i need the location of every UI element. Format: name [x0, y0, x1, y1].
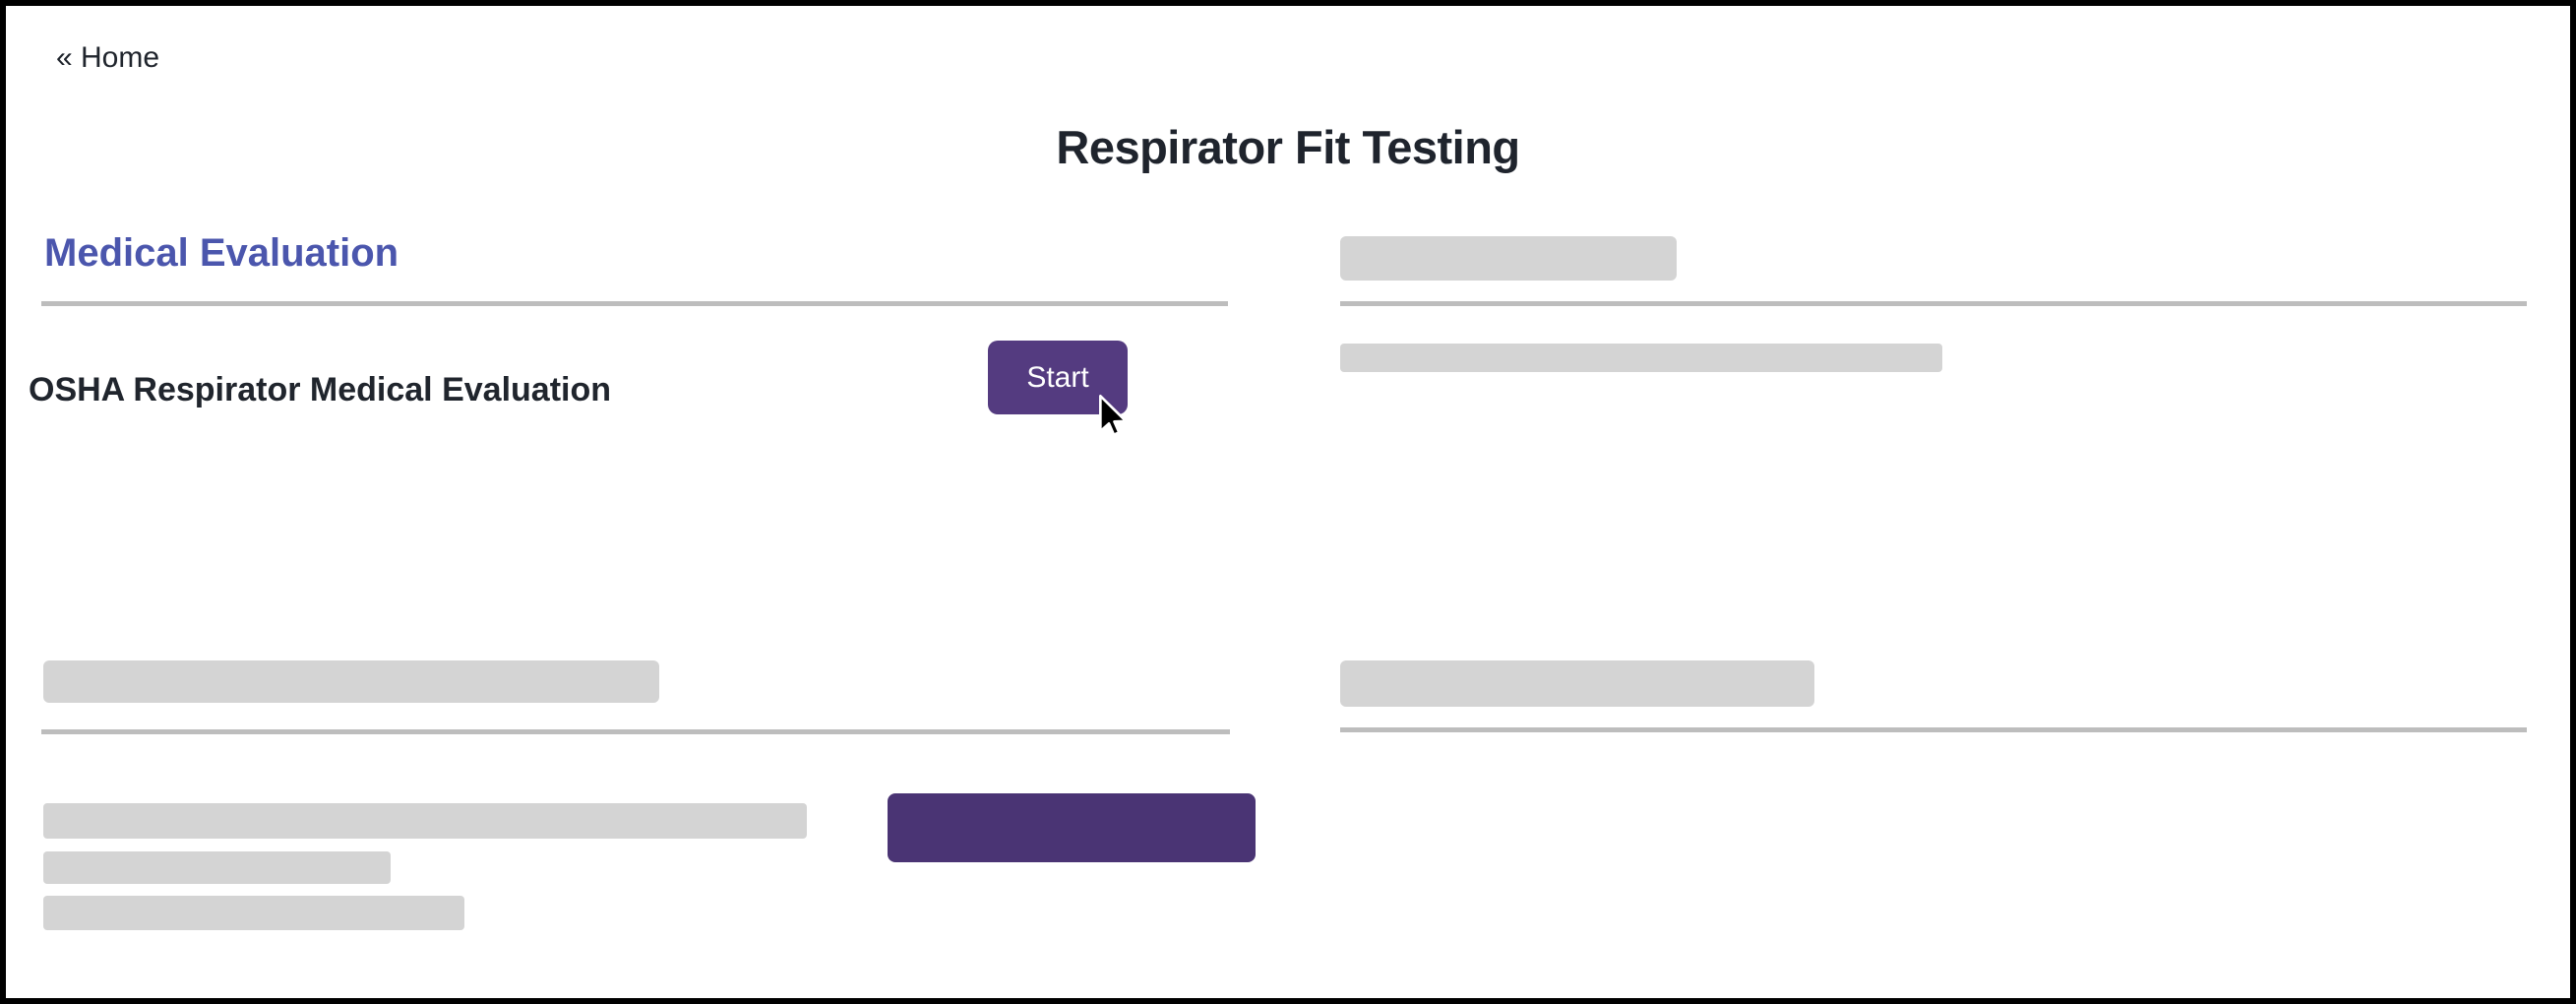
placeholder-section-heading: [1340, 236, 1677, 281]
section-divider: [41, 729, 1230, 734]
section-divider: [41, 301, 1228, 306]
placeholder-text-bar: [43, 896, 464, 930]
section-divider: [1340, 301, 2527, 306]
placeholder-section-heading: [1340, 660, 1814, 707]
placeholder-text-bar: [43, 851, 391, 884]
evaluation-item-label: OSHA Respirator Medical Evaluation: [29, 371, 611, 408]
home-back-link[interactable]: « Home: [56, 41, 160, 74]
start-button[interactable]: Start: [988, 341, 1128, 414]
section-heading-medical-evaluation: Medical Evaluation: [44, 231, 399, 275]
placeholder-text-bar: [1340, 344, 1942, 372]
placeholder-section-heading: [43, 660, 659, 703]
placeholder-action-button[interactable]: [888, 793, 1256, 862]
page-title: Respirator Fit Testing: [1056, 121, 1520, 173]
placeholder-text-bar: [43, 803, 807, 839]
section-divider: [1340, 727, 2527, 732]
